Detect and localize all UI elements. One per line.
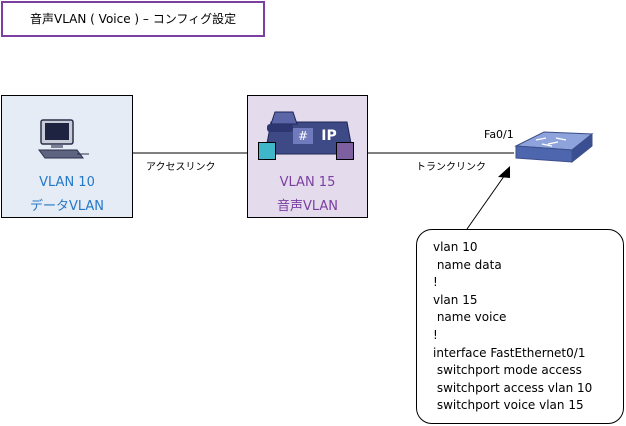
config-line: switchport voice vlan 15 bbox=[433, 398, 584, 413]
pc-vlan-label: VLAN 10 bbox=[39, 175, 95, 190]
config-line: vlan 10 bbox=[433, 240, 478, 254]
svg-text:#: # bbox=[298, 129, 308, 143]
trunk-link-label: トランクリンク bbox=[416, 162, 486, 173]
title-box bbox=[1, 1, 265, 37]
phone-ip-text: IP bbox=[321, 128, 336, 144]
phone-vlan-label: VLAN 15 bbox=[279, 175, 336, 190]
config-line: ! bbox=[433, 327, 438, 342]
config-text: vlan 10 name data ! vlan 15 name voice !… bbox=[433, 239, 592, 415]
access-link-label: アクセスリンク bbox=[146, 162, 216, 173]
phone-vlan-name-label: 音声VLAN bbox=[276, 199, 339, 214]
phone-switch-port bbox=[336, 142, 354, 160]
config-line: vlan 15 bbox=[433, 292, 478, 307]
config-callout bbox=[416, 229, 624, 424]
switch-port-label: Fa0/1 bbox=[484, 128, 514, 141]
config-line: name data bbox=[433, 257, 502, 272]
config-line: ! bbox=[433, 275, 438, 290]
ip-phone-icon: # IP bbox=[264, 111, 354, 155]
config-line: switchport access vlan 10 bbox=[433, 380, 593, 395]
pc-vlan-name-label: データVLAN bbox=[29, 199, 105, 214]
callout-arrowhead bbox=[498, 166, 510, 178]
diagram-title: 音声VLAN ( Voice ) – コンフィグ設定 bbox=[30, 12, 237, 26]
phone-pc-port bbox=[258, 142, 276, 160]
callout-arrow-line bbox=[466, 171, 508, 230]
pc-icon bbox=[38, 119, 89, 159]
config-line: interface FastEthernet0/1 bbox=[433, 345, 586, 360]
config-line: name voice bbox=[433, 310, 507, 325]
switch-icon bbox=[514, 131, 594, 164]
config-line: switchport mode access bbox=[433, 363, 582, 378]
